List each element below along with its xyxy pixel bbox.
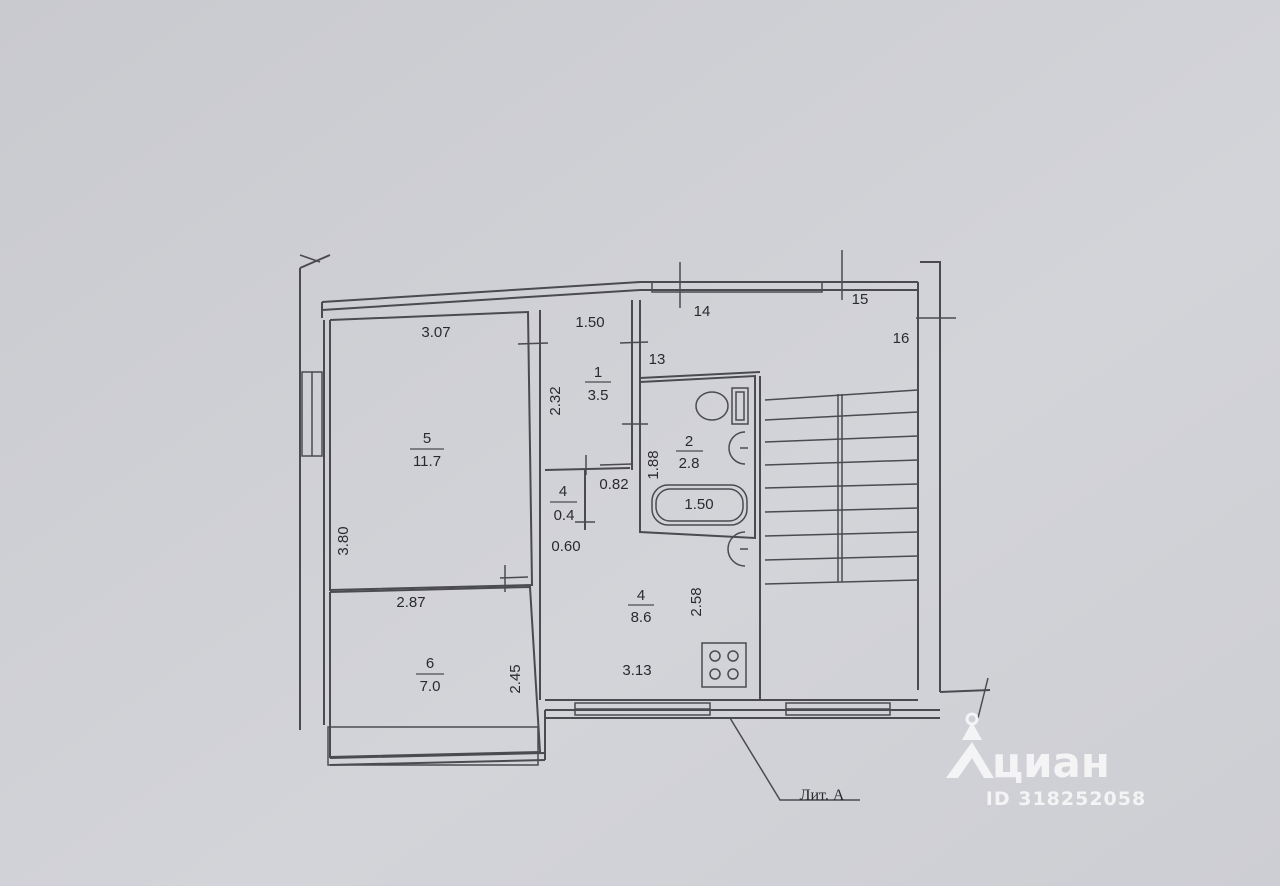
room-4-number: 4: [637, 587, 645, 604]
outer-walls: [299, 254, 991, 766]
dim-3-13: 3.13: [622, 662, 651, 679]
dim-1-50-bath: 1.50: [684, 496, 713, 513]
room-4-small-number: 4: [559, 483, 567, 500]
dim-1-50-top: 1.50: [575, 314, 604, 331]
axis-mark-14: 14: [694, 303, 711, 320]
room-6-number: 6: [426, 655, 434, 672]
partitions: [329, 300, 918, 759]
dim-2-58: 2.58: [688, 587, 705, 616]
bathtub-fixture: [651, 484, 748, 526]
room-labels: 1 3.5 2 2.8 4 0.4 4 8.6 5 11.7 6 7.0: [410, 364, 703, 695]
room-4-area: 8.6: [631, 609, 652, 626]
watermark-brand: циан: [992, 738, 1110, 787]
dim-2-87: 2.87: [396, 594, 425, 611]
door-marks: [299, 250, 989, 719]
watermark: циан ID 318252058: [946, 712, 1146, 810]
cian-logo-icon: [946, 712, 994, 778]
litera-label: Лит. А: [800, 787, 845, 804]
room-5-number: 5: [423, 430, 431, 447]
axis-mark-16: 16: [893, 330, 910, 347]
room-4-small-area: 0.4: [554, 507, 575, 524]
dim-3-07: 3.07: [421, 324, 450, 341]
axis-marks: 13 14 15 16: [649, 291, 910, 368]
dim-1-88: 1.88: [645, 450, 662, 479]
dim-2-45: 2.45: [507, 664, 524, 693]
staircase: [764, 389, 919, 585]
room-1-number: 1: [594, 364, 602, 381]
toilet-fixture: [695, 387, 749, 425]
stove-fixture: [701, 642, 747, 688]
room-2-number: 2: [685, 433, 693, 450]
room-5-area: 11.7: [413, 453, 441, 470]
watermark-listing-id: ID 318252058: [986, 788, 1146, 810]
axis-mark-15: 15: [852, 291, 869, 308]
dim-3-80: 3.80: [335, 526, 352, 555]
axis-mark-13: 13: [649, 351, 666, 368]
dim-0-82: 0.82: [599, 476, 628, 493]
dim-2-32: 2.32: [547, 386, 564, 415]
room-1-area: 3.5: [588, 387, 609, 404]
sink-fixture: [727, 431, 748, 567]
dim-0-60: 0.60: [551, 538, 580, 555]
room-6-area: 7.0: [420, 678, 441, 695]
dimension-labels: 3.07 1.50 2.32 1.88 0.82 0.60 1.50 3.80 …: [335, 314, 714, 694]
litera-leader: [729, 717, 860, 801]
room-2-area: 2.8: [679, 455, 700, 472]
windows: [301, 281, 891, 766]
